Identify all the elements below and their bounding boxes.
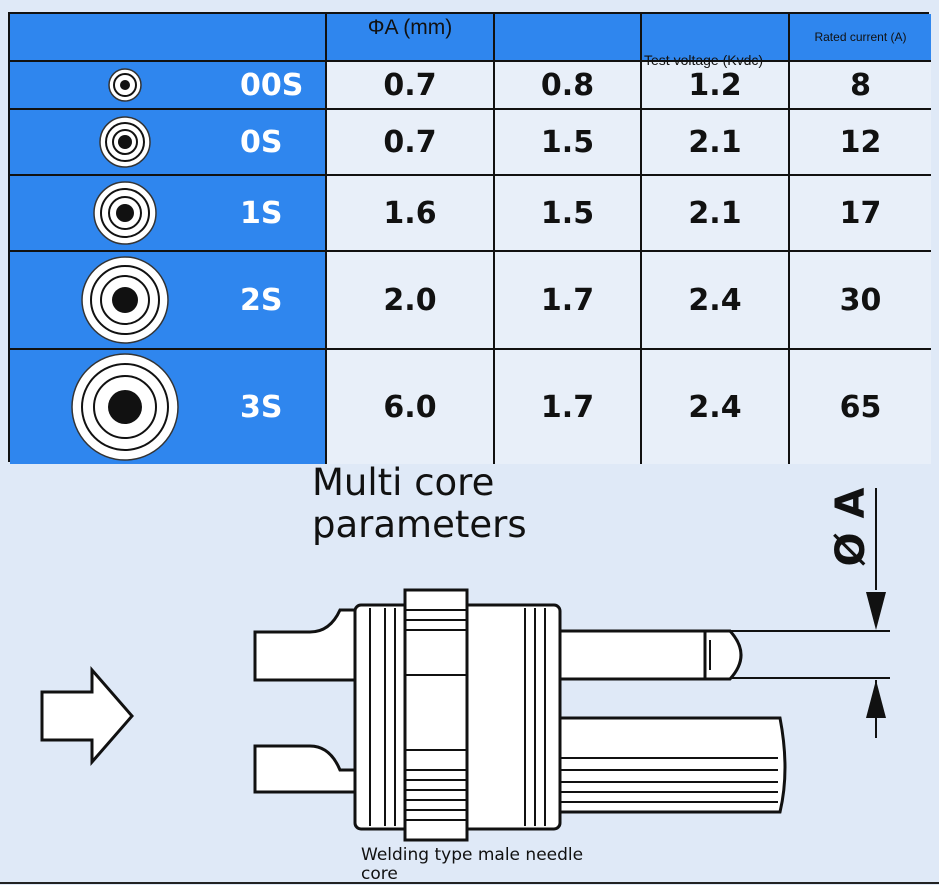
- header-phi-a: ΦA (mm): [327, 14, 495, 62]
- row-3s-voltage: 2.4: [642, 350, 790, 464]
- row-00s-code: 00S: [240, 67, 304, 103]
- header-col-2: [495, 14, 642, 62]
- row-1s-phi: 1.6: [327, 176, 495, 252]
- row-2s-col2: 1.7: [495, 252, 642, 350]
- row-2s-current: 30: [790, 252, 931, 350]
- phi-a-dimension-text: Ø A: [828, 488, 874, 567]
- row-1s-col2: 1.5: [495, 176, 642, 252]
- row-2s-voltage: 2.4: [642, 252, 790, 350]
- bottom-divider: [0, 882, 939, 884]
- parameter-table: ΦA (mm) Test voltage (Kvdc) Rated curren…: [8, 12, 931, 464]
- row-0s-current: 12: [790, 110, 931, 176]
- connector-0s-icon: [10, 116, 240, 168]
- drawing-caption: Welding type male needle core: [361, 845, 584, 884]
- row-1s-code: 1S: [240, 195, 283, 231]
- section-title: Multi core parameters: [312, 461, 527, 546]
- header-test-voltage: Test voltage (Kvdc): [642, 14, 790, 68]
- connector-00s-icon: [10, 68, 240, 102]
- phi-a-dimension-label: Ø A: [808, 482, 878, 572]
- row-2s-code-cell: 2S: [10, 252, 327, 350]
- header-rated-current-label: Rated current (A): [814, 30, 907, 44]
- row-00s-voltage: 1.2: [642, 62, 790, 110]
- row-3s-phi: 6.0: [327, 350, 495, 464]
- row-1s-current: 17: [790, 176, 931, 252]
- row-0s-col2: 1.5: [495, 110, 642, 176]
- connector-2s-icon: [10, 256, 240, 344]
- header-blank-cell: [10, 14, 327, 62]
- header-phi-a-label: ΦA (mm): [367, 16, 453, 39]
- connector-drawing: [40, 488, 890, 842]
- row-00s-col2: 0.8: [495, 62, 642, 110]
- row-00s-code-cell: 00S: [10, 62, 327, 110]
- row-0s-code-cell: 0S: [10, 110, 327, 176]
- row-00s-phi: 0.7: [327, 62, 495, 110]
- row-3s-current: 65: [790, 350, 931, 464]
- direction-arrow-icon: [40, 665, 134, 767]
- row-00s-current: 8: [790, 62, 931, 110]
- row-0s-voltage: 2.1: [642, 110, 790, 176]
- header-test-voltage-label: Test voltage (Kvdc): [644, 52, 764, 68]
- row-3s-col2: 1.7: [495, 350, 642, 464]
- row-3s-code-cell: 3S: [10, 350, 327, 464]
- row-1s-code-cell: 1S: [10, 176, 327, 252]
- connector-3s-icon: [10, 353, 240, 461]
- row-2s-phi: 2.0: [327, 252, 495, 350]
- row-2s-code: 2S: [240, 282, 283, 318]
- row-3s-code: 3S: [240, 389, 283, 425]
- row-0s-code: 0S: [240, 124, 283, 160]
- row-1s-voltage: 2.1: [642, 176, 790, 252]
- connector-1s-icon: [10, 181, 240, 245]
- row-0s-phi: 0.7: [327, 110, 495, 176]
- header-rated-current: Rated current (A): [790, 14, 931, 62]
